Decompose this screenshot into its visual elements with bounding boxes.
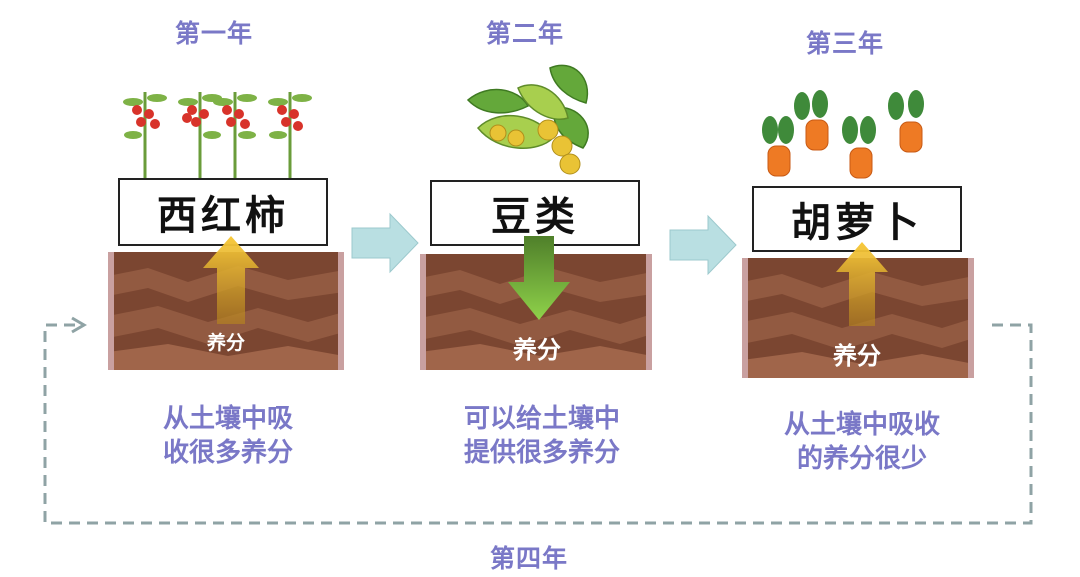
year-4-title: 第四年 — [490, 544, 569, 573]
year-2-title: 第二年 — [486, 19, 565, 48]
caption-stage-3: 从土壤中吸收 的养分很少 — [752, 408, 972, 476]
nutrient-label-1: 养分 — [207, 332, 246, 354]
caption-stage-3-line1: 从土壤中吸收 — [783, 410, 940, 440]
crop-label-tomato: 西红柿 — [118, 178, 328, 246]
caption-stage-1-line2: 收很多养分 — [162, 438, 293, 468]
flow-arrow-2 — [669, 214, 737, 276]
nutrient-label-3: 养分 — [833, 342, 881, 370]
caption-stage-3-line2: 的养分很少 — [796, 444, 927, 474]
caption-stage-1: 从土壤中吸 收很多养分 — [128, 402, 328, 470]
year-1-title: 第一年 — [175, 19, 254, 48]
caption-stage-2: 可以给土壤中 提供很多养分 — [432, 402, 652, 470]
caption-stage-1-line1: 从土壤中吸 — [162, 404, 293, 434]
nutrient-label-2: 养分 — [513, 336, 561, 364]
nutrient-down-arrow-2 — [508, 236, 570, 320]
nutrient-up-arrow-3 — [836, 242, 888, 326]
year-3-title: 第三年 — [806, 29, 885, 58]
crop-label-beans: 豆类 — [430, 180, 640, 246]
bean-pods-icon — [466, 64, 589, 175]
tomato-plants-icon — [123, 92, 312, 185]
caption-stage-2-line2: 提供很多养分 — [463, 438, 620, 468]
soil-block-3 — [742, 258, 974, 378]
nutrient-up-arrow-1 — [203, 236, 259, 324]
carrots-icon — [762, 90, 924, 179]
flow-arrow-1 — [351, 212, 419, 274]
crop-label-carrot: 胡萝卜 — [752, 186, 962, 252]
caption-stage-2-line1: 可以给土壤中 — [463, 404, 620, 434]
